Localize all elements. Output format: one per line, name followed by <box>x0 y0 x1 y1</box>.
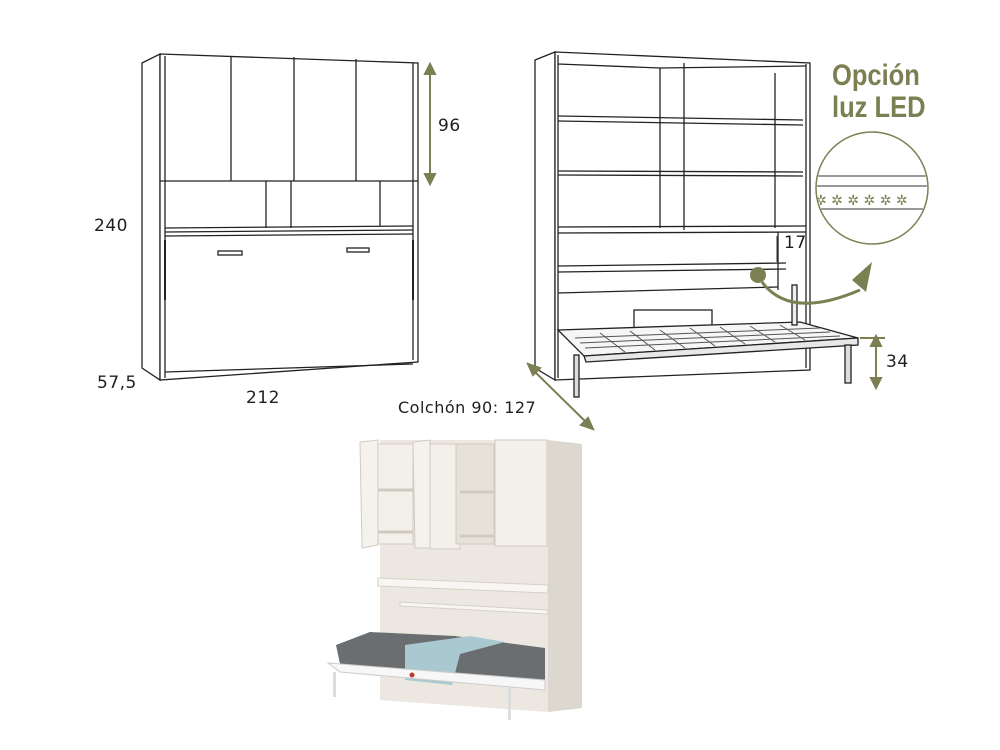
dim-bed-height: 34 <box>886 352 909 372</box>
dim-shelf-gap: 17 <box>784 233 807 253</box>
led-detail-circle: ✲ ✲ ✲ ✲ ✲ ✲ <box>815 131 929 245</box>
led-option-title: Opción luz LED <box>832 60 926 124</box>
dim-upper-height: 96 <box>438 116 461 136</box>
led-title-line1: Opción <box>832 59 920 92</box>
dim-depth: 57,5 <box>97 373 137 393</box>
mattress-label: Colchón 90: 127 <box>398 398 537 417</box>
dim-total-height: 240 <box>94 216 128 236</box>
led-title-line2: luz LED <box>832 91 926 124</box>
dim-width: 212 <box>246 388 280 408</box>
svg-text:✲ ✲ ✲ ✲ ✲ ✲: ✲ ✲ ✲ ✲ ✲ ✲ <box>815 193 908 209</box>
